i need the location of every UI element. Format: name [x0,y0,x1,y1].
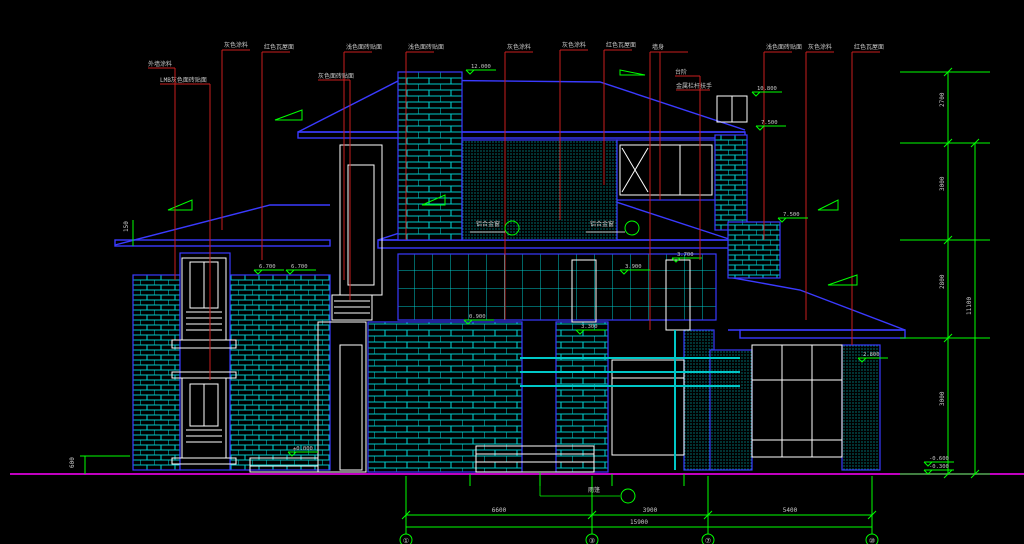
top-label: 红色瓦屋面 [606,41,636,49]
center-callouts: 铝合金窗 铝合金窗 雨篷 [470,220,640,504]
elevation-value: 2.800 [863,352,880,358]
callout-window-right: 铝合金窗 [590,220,614,228]
top-label: 红色瓦屋面 [264,43,294,51]
elevation-value: ±0.000 [293,446,313,452]
bottom-dim-value: 6600 [492,507,507,514]
left-dimensions [80,220,134,474]
right-dim-value: 3000 [939,391,946,406]
side-label: LMB灰色面砖贴面 [160,76,207,84]
elevation-value: 12.000 [471,64,491,70]
elevation-value: 10.800 [757,86,777,92]
top-label: 红色瓦屋面 [854,43,884,51]
axis-label: ③ [589,537,595,544]
right-dimension-chain: 2700 3000 2800 3000 11100 [900,67,990,479]
top-label: 浅色面砖贴面 [766,43,802,51]
axis-label: ① [403,537,409,544]
left-dim-150: 150 [123,221,130,232]
axis-bubble [399,533,413,544]
right-dim-value: 2700 [939,92,946,107]
right-dim-value: 3000 [939,176,946,191]
top-label: 灰色涂料 [562,41,586,49]
callout-canopy: 雨篷 [588,486,600,494]
axis-label: ⑩ [869,537,875,544]
detail-circle [504,220,520,236]
top-label: 浅色面砖贴面 [346,43,382,51]
elevation-value: 3.300 [581,324,598,330]
elevation-value: 3.700 [677,252,694,258]
side-labels: 外墙涂料 LMB灰色面砖贴面 灰色面砖贴面 台阶 金属栏杆扶手 [148,60,712,90]
axis-bubble [701,533,715,544]
bottom-dim-value: 5400 [783,507,798,514]
side-leaders [148,67,710,380]
detail-circle [624,220,640,236]
bottom-dim-value: 3900 [643,507,658,514]
elevation-value: 7.500 [783,212,800,218]
annotation-leaders: 灰色涂料红色瓦屋面浅色面砖贴面浅色面砖贴面灰色涂料灰色涂料红色瓦屋面墙身浅色面砖… [221,41,884,345]
top-label: 灰色涂料 [808,43,832,51]
callout-window-left: 铝合金窗 [476,220,500,228]
elevation-value: 7.500 [761,120,778,126]
bottom-dim-total: 15900 [630,519,648,526]
axis-label: ⑦ [705,537,711,544]
side-label: 台阶 [675,68,687,76]
right-dim-total: 11100 [966,297,973,315]
elevation-value: 6.700 [259,264,276,270]
side-label: 外墙涂料 [148,60,172,68]
bottom-dimension-chain: ① ③ ⑦ ⑩ 6600 3900 5400 15900 [399,474,879,544]
elevation-markers: 12.000 10.800 7.500 7.500 6.700 6.700 3.900 3.7… [253,64,954,475]
section-marks [167,69,858,286]
elevation-value: -0.600 [929,456,949,462]
top-label: 墙身 [652,43,664,51]
axis-bubble [865,533,879,544]
side-label: 灰色面砖贴面 [318,72,354,80]
side-label: 金属栏杆扶手 [676,82,712,90]
canopy [520,330,740,470]
elevation-value: -0.300 [929,464,949,470]
left-dim-600: 600 [69,457,76,468]
top-label: 灰色涂料 [224,41,248,49]
elevation-value: 3.900 [625,264,642,270]
axis-bubble [585,533,599,544]
top-label: 灰色涂料 [507,43,531,51]
right-dim-value: 2800 [939,274,946,289]
elevation-value: 0.900 [469,314,486,320]
entry-steps [249,445,595,473]
top-label: 浅色面砖贴面 [408,43,444,51]
walls [132,71,881,473]
elevation-value: 6.700 [291,264,308,270]
detail-circle [620,488,636,504]
